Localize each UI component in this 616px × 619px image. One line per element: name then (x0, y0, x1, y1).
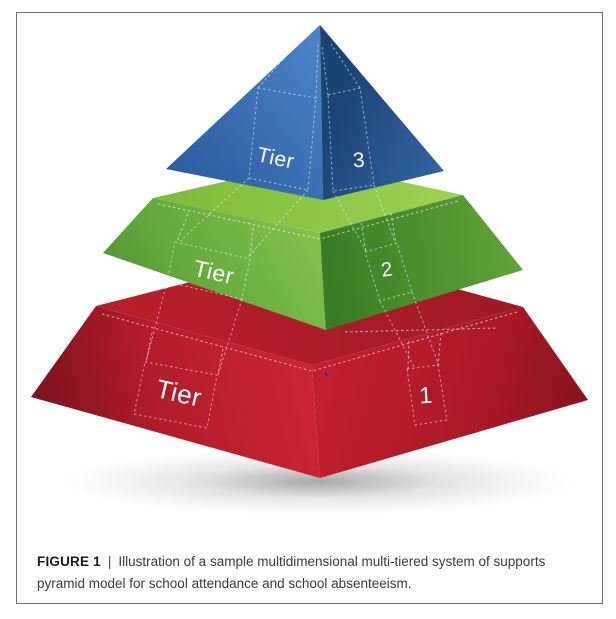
tier-1-guide (217, 348, 224, 376)
tier-3-blue: Tier 3 (166, 25, 444, 259)
figure-caption: FIGURE 1 |Illustration of a sample multid… (37, 551, 579, 595)
caption-separator: | (107, 554, 112, 569)
floor-shadow-core (198, 464, 438, 498)
tier-2-guide (217, 298, 243, 376)
tier-3-guide (257, 39, 301, 89)
tier-3-guide (330, 43, 361, 89)
tier-3-guide (315, 43, 319, 99)
figure-label: FIGURE 1 (37, 554, 101, 569)
tier-1-left-face (31, 306, 320, 478)
tier-2-guide (390, 212, 397, 245)
tier-3-guide (179, 177, 250, 242)
tier-1-number-panel-dash (406, 364, 448, 426)
tier-3-label-panel-dash (248, 87, 317, 191)
tier-3-number: 3 (352, 149, 366, 173)
tier-2-number: 2 (380, 258, 395, 281)
tier-2-left-face (103, 198, 326, 330)
tier-3-guide (332, 190, 367, 252)
tier-1-guide (437, 332, 442, 367)
tier-3-guide (321, 44, 329, 96)
tier-3-right-face (320, 25, 444, 200)
tier-2-number-panel-dash (364, 242, 413, 302)
tier-3-left-face (166, 25, 323, 200)
tier-2-right-face (320, 195, 523, 330)
tier-2-top-inset-dash (157, 200, 459, 240)
tier-1-right-face (312, 307, 588, 478)
tier-2-guide (145, 281, 168, 363)
blue-dot-artifact (324, 372, 328, 376)
tier-3-number-panel-dash (327, 87, 375, 192)
tier-1-top-inset-dash (101, 311, 518, 372)
caption-text: Illustration of a sample multidimensiona… (37, 554, 546, 591)
tier-1-number: 1 (418, 382, 433, 409)
